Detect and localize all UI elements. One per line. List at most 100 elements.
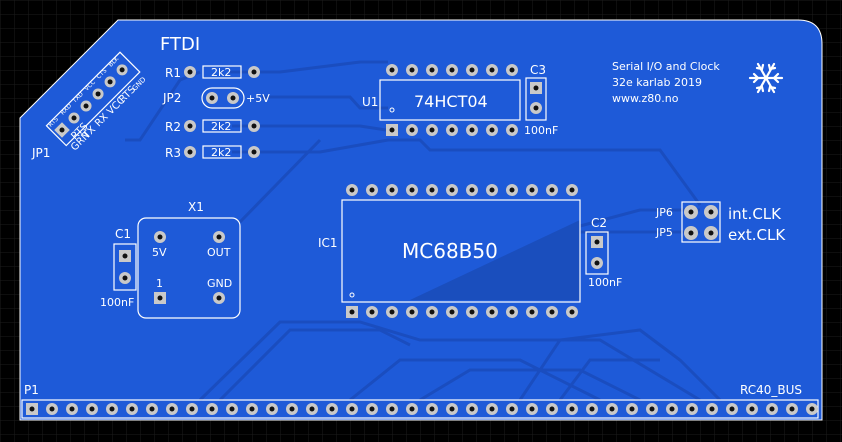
resistor-ref: R2: [165, 120, 181, 134]
u1-pin-hole: [389, 127, 395, 133]
credits-line1: Serial I/O and Clock: [612, 60, 720, 73]
p1-pin-hole: [129, 406, 135, 412]
ic1-pin-hole: [489, 309, 495, 315]
p1-pin-hole: [469, 406, 475, 412]
u1-pin-hole: [469, 127, 475, 133]
p1-pin-hole: [809, 406, 815, 412]
copper-fill-region: [410, 220, 580, 300]
u1-pin-hole: [409, 127, 415, 133]
jp6-hole: [688, 209, 694, 215]
ic1-pin-hole: [529, 309, 535, 315]
ftdi-pins: [54, 64, 128, 138]
jp5-hole: [708, 230, 714, 236]
x1-hole: [216, 234, 222, 240]
clock-select-jumpers: JP6 JP5 int.CLK ext.CLK: [655, 201, 786, 244]
u1-pin1-mark: [389, 107, 395, 113]
p1-pin-hole: [69, 406, 75, 412]
p1-pin-hole: [529, 406, 535, 412]
resistor-value: 2k2: [211, 66, 231, 79]
ftdi-pin-hole: [83, 103, 89, 109]
u1-ref: U1: [362, 95, 378, 109]
jp2-net-label: +5V: [246, 92, 270, 105]
x1-ref: X1: [188, 200, 204, 214]
c1-hole: [122, 253, 128, 259]
c2-value: 100nF: [588, 276, 622, 289]
p1-pin-hole: [349, 406, 355, 412]
p1-pin-hole: [729, 406, 735, 412]
ic1-pin-hole: [349, 309, 355, 315]
p1-pin-hole: [269, 406, 275, 412]
c3-capacitor: C3 100nF: [524, 63, 558, 137]
p1-bus-connector: P1 RC40_BUS: [21, 383, 819, 419]
x1-out-label: OUT: [207, 246, 231, 259]
resistor-pad-hole: [251, 123, 257, 129]
p1-pin-hole: [609, 406, 615, 412]
credits-block: Serial I/O and Clock 32e karlab 2019 www…: [612, 60, 720, 105]
jp2-outline: [201, 87, 245, 109]
ic1-chip: IC1 MC68B50: [318, 184, 581, 318]
ic1-pin-hole: [509, 187, 515, 193]
jp6-ref: JP6: [655, 206, 673, 219]
ic1-pin-hole: [369, 309, 375, 315]
ic1-pin-hole: [549, 309, 555, 315]
p1-pin-hole: [149, 406, 155, 412]
u1-pin-hole: [469, 67, 475, 73]
c2-outline: [585, 231, 609, 275]
p1-pin-hole: [569, 406, 575, 412]
credits-line3: www.z80.no: [612, 92, 679, 105]
ic1-pin-hole: [529, 187, 535, 193]
u1-pin-hole: [449, 127, 455, 133]
x1-outline: [137, 217, 241, 319]
p1-pin-hole: [109, 406, 115, 412]
ic1-pin-hole: [429, 187, 435, 193]
u1-pin-hole: [489, 127, 495, 133]
ic1-pin-hole: [469, 187, 475, 193]
c1-capacitor: C1 100nF: [100, 227, 137, 309]
c3-hole: [533, 85, 539, 91]
resistor-ref: R3: [165, 146, 181, 160]
resistor-body: [202, 145, 242, 159]
p1-pin-hole: [789, 406, 795, 412]
p1-pin-hole: [769, 406, 775, 412]
c2-hole: [594, 260, 600, 266]
ftdi-pin-hole: [119, 67, 125, 73]
p1-pin-hole: [169, 406, 175, 412]
p1-pin-hole: [329, 406, 335, 412]
ftdi-pin-hole: [107, 79, 113, 85]
u1-pin-hole: [449, 67, 455, 73]
ftdi-pin-hole: [71, 115, 77, 121]
x1-oscillator: X1 5V OUT 1 GND: [137, 200, 241, 319]
jp2-ref: JP2: [162, 91, 181, 105]
x1-5v-label: 5V: [152, 246, 167, 259]
p1-pin-hole: [589, 406, 595, 412]
c1-outline: [113, 243, 137, 291]
resistor-body: [202, 119, 242, 133]
ic1-part: MC68B50: [402, 239, 498, 263]
c3-value: 100nF: [524, 124, 558, 137]
p1-pin-hole: [709, 406, 715, 412]
ic1-pin-hole: [369, 187, 375, 193]
resistor-value: 2k2: [211, 146, 231, 159]
traces: [125, 60, 722, 402]
u1-pins: [386, 64, 518, 136]
p1-pin-hole: [489, 406, 495, 412]
u1-pin-hole: [509, 67, 515, 73]
p1-pin-hole: [649, 406, 655, 412]
ic1-pin-hole: [569, 187, 575, 193]
x1-hole: [157, 295, 163, 301]
p1-pin-hole: [29, 406, 35, 412]
u1-pin-hole: [389, 67, 395, 73]
p1-pin-hole: [669, 406, 675, 412]
p1-pin-hole: [449, 406, 455, 412]
x1-hole: [216, 295, 222, 301]
jp2-hole: [230, 95, 236, 101]
resistor-value: 2k2: [211, 120, 231, 133]
p1-pin-hole: [189, 406, 195, 412]
u1-pin-hole: [409, 67, 415, 73]
jp5-hole: [688, 230, 694, 236]
c3-outline: [525, 77, 547, 121]
ic1-pin-hole: [569, 309, 575, 315]
ic1-pin-hole: [449, 187, 455, 193]
